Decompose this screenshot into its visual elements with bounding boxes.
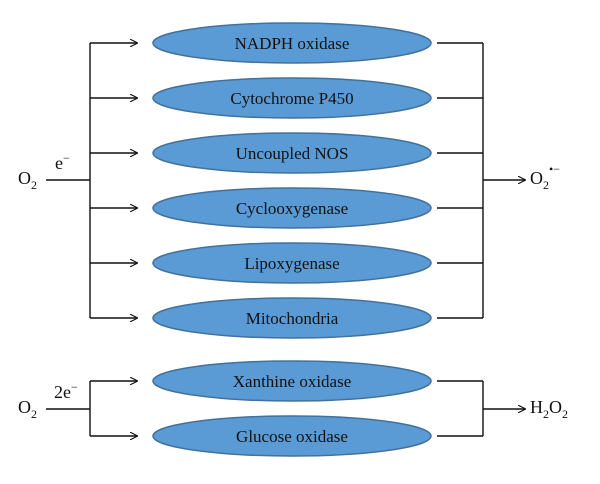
enzyme-row-cytochrome-p450: Cytochrome P450	[90, 77, 483, 119]
peroxide-input-o2: O2	[18, 397, 37, 421]
enzyme-row-nadph-oxidase: NADPH oxidase	[90, 22, 483, 64]
enzyme-ellipse	[152, 360, 432, 402]
enzyme-row-mitochondria: Mitochondria	[90, 297, 483, 339]
enzyme-row-lipoxygenase: Lipoxygenase	[90, 242, 483, 284]
enzyme-ellipse	[152, 77, 432, 119]
peroxide-electron-label: 2e−	[54, 380, 78, 402]
enzyme-label: Mitochondria	[246, 309, 339, 328]
enzyme-ellipse	[152, 415, 432, 457]
enzyme-row-cyclooxygenase: Cyclooxygenase	[90, 187, 483, 229]
superoxide-electron-label: e−	[55, 151, 70, 173]
enzyme-label: Cytochrome P450	[230, 89, 353, 108]
enzyme-label: Cyclooxygenase	[236, 199, 348, 218]
enzyme-label: Xanthine oxidase	[233, 372, 352, 391]
enzyme-ellipse	[152, 22, 432, 64]
enzyme-row-uncoupled-nos: Uncoupled NOS	[90, 132, 483, 174]
peroxide-product: H2O2	[530, 397, 568, 421]
enzyme-label: NADPH oxidase	[235, 34, 350, 53]
enzyme-ellipse	[152, 242, 432, 284]
enzyme-row-glucose-oxidase: Glucose oxidase	[90, 415, 483, 457]
enzyme-ellipse	[152, 297, 432, 339]
enzyme-label: Lipoxygenase	[244, 254, 339, 273]
superoxide-input-o2: O2	[18, 168, 37, 192]
enzyme-label: Uncoupled NOS	[236, 144, 349, 163]
enzyme-label: Glucose oxidase	[236, 427, 348, 446]
enzyme-row-xanthine-oxidase: Xanthine oxidase	[90, 360, 483, 402]
enzyme-ellipse	[152, 132, 432, 174]
enzyme-ellipse	[152, 187, 432, 229]
superoxide-product: O2•−	[530, 162, 560, 192]
